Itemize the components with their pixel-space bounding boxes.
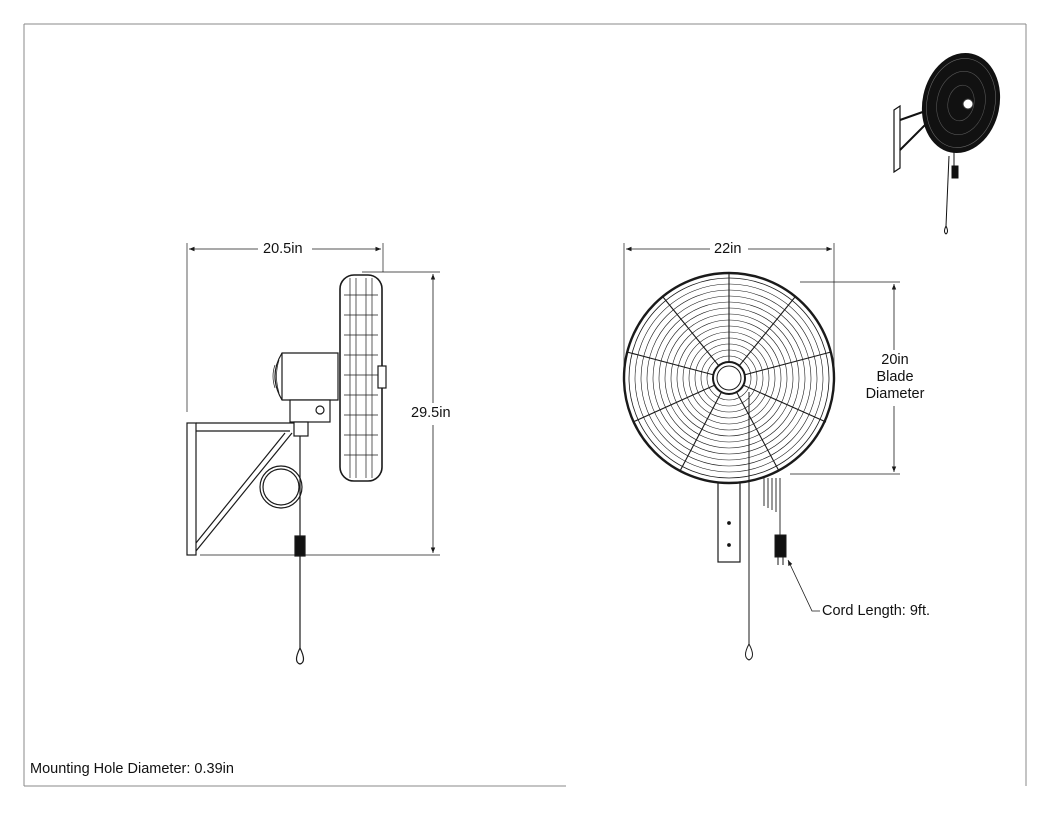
front-plug [774, 534, 787, 565]
side-width-label: 20.5in [261, 241, 305, 258]
front-width-label: 22in [712, 241, 744, 258]
coiled-cord [259, 465, 303, 509]
side-height-label: 29.5in [409, 405, 453, 422]
cord-leader [787, 559, 822, 612]
side-dimension-lines [189, 246, 436, 553]
blade-value: 20in [881, 352, 909, 368]
pull-chain [745, 392, 753, 661]
wall-bracket [186, 422, 296, 556]
side-plug [294, 436, 306, 665]
blade-line2: Diameter [865, 386, 925, 402]
mounting-hole-label: Mounting Hole Diameter: 0.39in [28, 761, 236, 778]
blade-diameter-label: 20in Blade Diameter [861, 352, 929, 403]
fan-guard-front [622, 271, 836, 485]
front-dimension-lines [626, 246, 897, 472]
sheet-border [23, 23, 1027, 787]
motor-housing [272, 352, 339, 437]
front-view [622, 243, 900, 661]
blade-line1: Blade [876, 369, 914, 385]
cord-length-label: Cord Length: 9ft. [820, 603, 933, 620]
cord-bundle [763, 478, 781, 535]
side-view [186, 243, 440, 665]
fan-guard-side [339, 274, 387, 482]
isometric-view [893, 52, 1001, 235]
mount-plate [717, 477, 741, 563]
